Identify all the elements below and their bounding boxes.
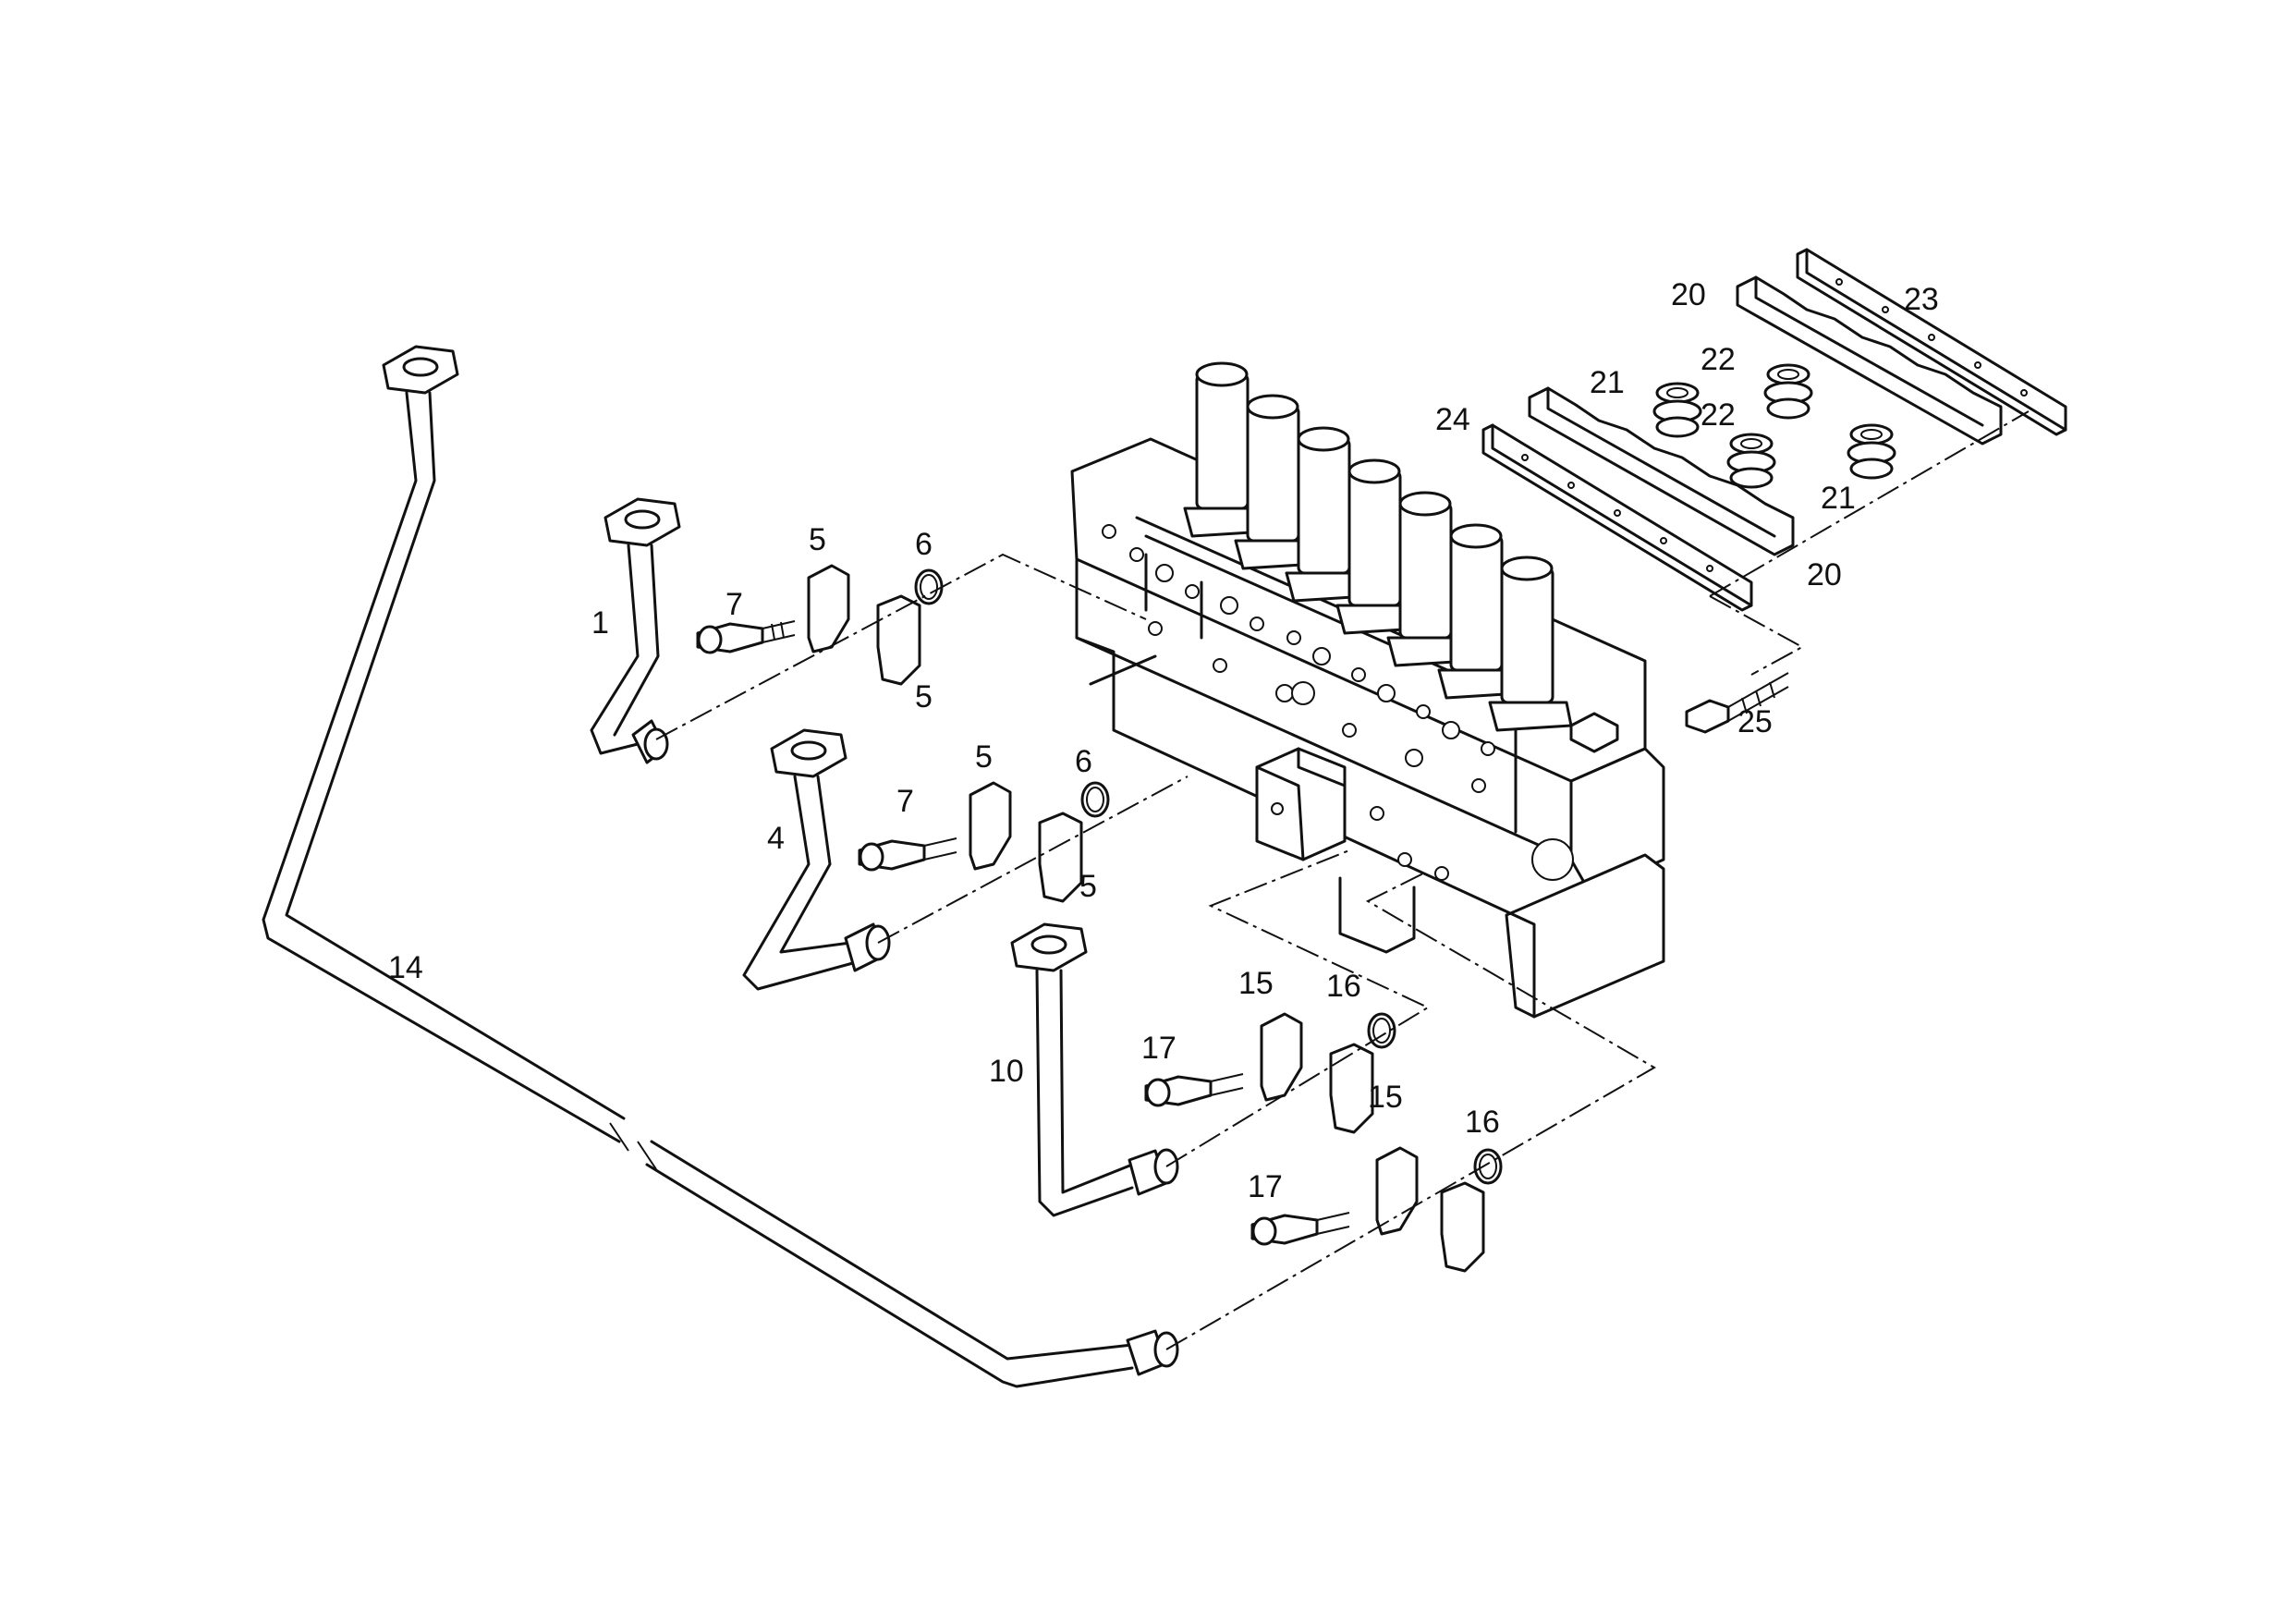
solenoid: [1285, 426, 1370, 603]
callout-22-upper: 22: [1701, 342, 1736, 377]
callout-5-upper-a: 5: [809, 522, 826, 557]
clamp-set-middle: [858, 781, 1110, 903]
callout-20-upper: 20: [1671, 277, 1706, 312]
callout-16-lower: 16: [1465, 1105, 1500, 1140]
callout-6-lower: 6: [1075, 744, 1092, 779]
assembly-lines: [655, 410, 2030, 1350]
pipe-14: [262, 345, 1179, 1388]
plate-24: [1481, 423, 1753, 612]
port-holes: [1102, 524, 1574, 881]
callout-21-upper: 21: [1590, 365, 1625, 400]
callout-labels: 1 7 5 6 5 4 7 5 6 5 10 14 15 16 17 15 16…: [388, 277, 1939, 1204]
callout-17-upper: 17: [1141, 1031, 1176, 1066]
pipe-1: [590, 497, 681, 764]
pipe-4: [742, 728, 891, 991]
half-clamp-15a: [1260, 1012, 1303, 1102]
solenoid: [1234, 394, 1319, 570]
half-clamp-5d: [1038, 812, 1083, 903]
clamp-bar-20-lower: [1528, 386, 1795, 556]
end-cap-bolt: [1569, 712, 1619, 753]
callout-6-upper: 6: [915, 527, 933, 562]
callout-5-lower-b: 5: [1079, 869, 1097, 904]
callout-24: 24: [1435, 402, 1470, 437]
solenoid: [1183, 361, 1268, 538]
callout-17-lower: 17: [1248, 1169, 1283, 1204]
solenoid-row: [1183, 361, 1573, 732]
callout-22-lower: 22: [1701, 397, 1736, 433]
plate-23: [1796, 248, 2067, 436]
callout-21-lower: 21: [1821, 481, 1856, 516]
clamp-bar-20-upper: [1736, 275, 2003, 446]
half-clamp-lower-b: [1440, 1181, 1485, 1273]
half-clamp-15b: [1329, 1043, 1374, 1134]
callout-20-lower: 20: [1807, 557, 1842, 592]
clamp-set-17-lower: [1250, 1146, 1503, 1273]
half-clamp-5b: [876, 594, 921, 686]
callout-5-lower-a: 5: [975, 739, 993, 775]
callout-5-upper-b: 5: [915, 679, 933, 714]
solenoid: [1437, 523, 1522, 700]
pilot-block: [1255, 747, 1347, 861]
grommet-22-lower: [1726, 433, 1776, 489]
pipe-10: [1010, 922, 1179, 1217]
solenoid: [1488, 556, 1573, 732]
callout-23: 23: [1904, 282, 1939, 317]
half-clamp-5c: [969, 781, 1012, 871]
half-clamp-5a: [807, 564, 850, 653]
callout-16-upper: 16: [1326, 969, 1361, 1004]
callout-15-lower: 15: [1368, 1080, 1403, 1115]
grommet-21-lower: [1847, 423, 1896, 480]
clamp-set-15: [1144, 1012, 1396, 1134]
callout-7-upper: 7: [725, 587, 743, 622]
bolt-25: [1685, 672, 1789, 734]
callout-14: 14: [388, 950, 423, 985]
grommet-22-upper: [1763, 363, 1813, 420]
callout-10: 10: [989, 1054, 1024, 1089]
half-clamp-lower-a: [1375, 1146, 1419, 1236]
clamp-set-upper: [696, 564, 944, 686]
callout-7-lower: 7: [896, 784, 914, 819]
callout-4: 4: [767, 821, 785, 856]
grommet-21-upper: [1652, 382, 1702, 438]
solenoid: [1335, 458, 1420, 635]
callout-25: 25: [1737, 704, 1773, 739]
callout-15-upper: 15: [1238, 966, 1274, 1001]
callout-1: 1: [591, 605, 609, 641]
